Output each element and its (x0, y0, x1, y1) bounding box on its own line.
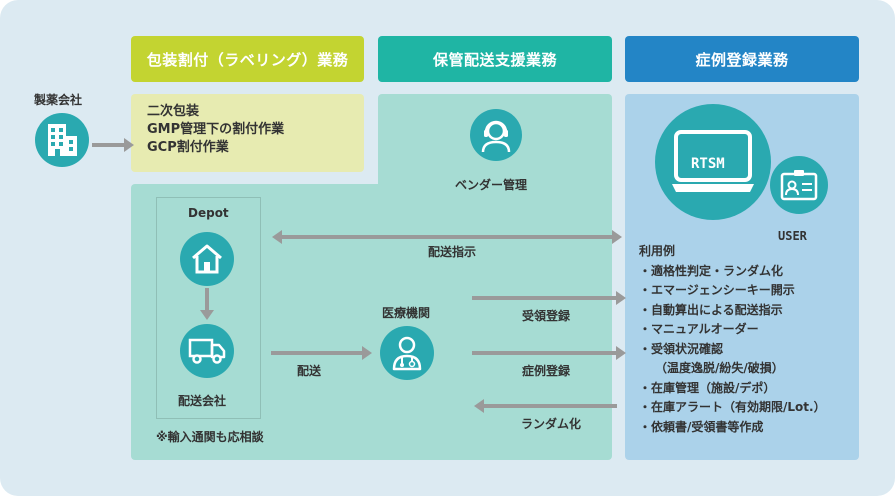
delivery-company-label: 配送会社 (178, 394, 227, 408)
depot-title: Depot (188, 206, 229, 220)
use-case-item: ・適格性判定・ランダム化 (639, 263, 784, 278)
depot-group (156, 197, 261, 419)
vendor-label: ベンダー管理 (455, 178, 528, 192)
header-case-registration: 症例登録業務 (625, 36, 859, 82)
use-case-item: ・在庫アラート（有効期限/Lot.） (639, 400, 826, 414)
house-icon (180, 232, 234, 286)
use-case-item: ・マニュアルオーダー (639, 322, 759, 336)
use-case-sub-item: （温度逸脱/紛失/破損） (655, 361, 784, 375)
labeling-panel (131, 94, 364, 172)
import-note: ※輸入通関も応相談 (156, 430, 264, 444)
user-label: USER (778, 229, 807, 243)
headset-operator-icon (469, 108, 523, 162)
truck-icon (180, 324, 234, 378)
use-case-item: ・依頼書/受領書等作成 (639, 419, 764, 434)
medical-label: 医療機関 (382, 306, 431, 320)
use-case-item: ・在庫管理（施設/デポ） (639, 380, 776, 395)
building-icon (35, 113, 89, 167)
delivery-panel-main (131, 184, 612, 460)
header-delivery-support: 保管配送支援業務 (378, 36, 612, 82)
monitor-icon (655, 104, 771, 220)
labeling-task-item: GCP割付作業 (147, 140, 229, 155)
doctor-icon (380, 326, 434, 380)
use-case-item: ・自動算出による配送指示 (639, 302, 783, 317)
delivery-label: 配送 (297, 364, 322, 378)
randomization-label: ランダム化 (521, 417, 582, 431)
receipt-registration-label: 受領登録 (522, 309, 571, 323)
labeling-task-list: 二次包装 GMP管理下の割付作業 GCP割付作業 (147, 103, 284, 157)
labeling-task-item: GMP管理下の割付作業 (147, 122, 285, 137)
pharma-label: 製薬会社 (34, 93, 83, 107)
labeling-task-item: 二次包装 (147, 104, 200, 119)
use-case-item: ・受領状況確認 (639, 341, 724, 356)
delivery-instruction-label: 配送指示 (428, 245, 477, 259)
case-registration-label: 症例登録 (522, 364, 571, 378)
use-case-item: ・エマージェンシーキー開示 (639, 283, 795, 297)
header-labeling: 包装割付（ラベリング）業務 (131, 36, 364, 82)
rtsm-label: RTSM (691, 156, 725, 172)
use-case-title: 利用例 (639, 244, 676, 258)
id-card-icon (770, 156, 828, 214)
use-case-list: 利用例 ・適格性判定・ランダム化 ・エマージェンシーキー開示 ・自動算出による配… (639, 242, 826, 437)
